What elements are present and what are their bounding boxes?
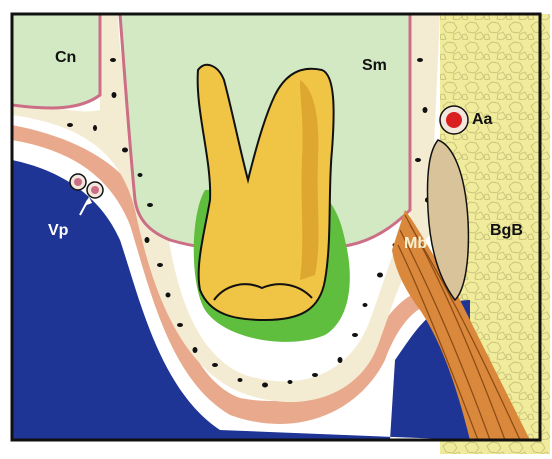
label-vp: Vp [48,222,69,239]
artery [446,112,462,128]
label-aa: Aa [472,111,493,128]
label-bgb: BgB [490,222,523,239]
label-sm: Sm [362,57,387,74]
label-cn: Cn [55,49,76,66]
label-mb: Mb [404,235,427,252]
vessel-right-core [91,186,99,194]
vessel-left-core [74,178,82,186]
